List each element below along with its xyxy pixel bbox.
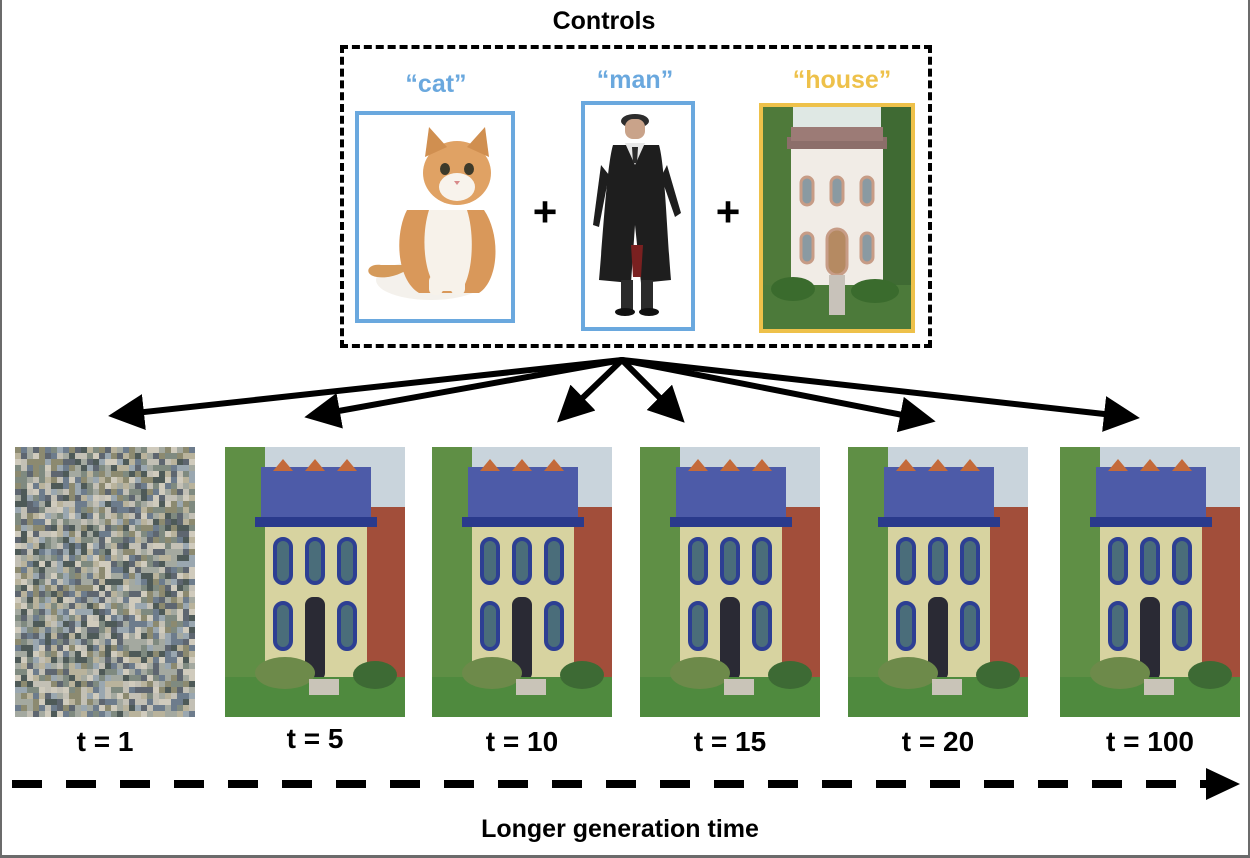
controls-title: Controls bbox=[552, 7, 656, 35]
house-image bbox=[759, 103, 915, 333]
man-photo-icon bbox=[585, 105, 691, 327]
timeline-caption: Longer generation time bbox=[481, 815, 759, 843]
control-label-man: “man” bbox=[596, 66, 674, 94]
generated-house-t100 bbox=[1060, 447, 1240, 717]
time-label-20: t = 20 bbox=[901, 726, 975, 757]
output-image-t1 bbox=[15, 447, 195, 717]
time-label-100: t = 100 bbox=[1106, 726, 1194, 757]
output-image-t100 bbox=[1060, 447, 1240, 717]
time-label-5: t = 5 bbox=[286, 723, 344, 754]
controls-box bbox=[340, 45, 932, 348]
generated-house-t10 bbox=[432, 447, 612, 717]
plus-sign-1: + bbox=[532, 188, 558, 235]
generated-house-t15 bbox=[640, 447, 820, 717]
generated-house-t20 bbox=[848, 447, 1028, 717]
frame-edge-bottom bbox=[0, 855, 1250, 858]
time-label-1: t = 1 bbox=[76, 726, 134, 757]
output-image-t5 bbox=[225, 447, 405, 717]
frame-edge-right bbox=[1248, 0, 1250, 858]
generated-house-t5 bbox=[225, 447, 405, 717]
control-label-cat: “cat” bbox=[405, 70, 467, 98]
fan-out-arrows bbox=[108, 357, 1140, 433]
house-photo-icon bbox=[763, 107, 911, 329]
man-image bbox=[581, 101, 695, 331]
cat-photo-icon bbox=[359, 115, 511, 319]
plus-sign-2: + bbox=[715, 188, 741, 235]
frame-edge-left bbox=[0, 0, 2, 858]
output-image-t15 bbox=[640, 447, 820, 717]
control-label-house: “house” bbox=[792, 66, 892, 94]
output-image-t20 bbox=[848, 447, 1028, 717]
output-image-t10 bbox=[432, 447, 612, 717]
cat-image bbox=[355, 111, 515, 323]
time-label-10: t = 10 bbox=[485, 726, 559, 757]
time-label-15: t = 15 bbox=[693, 726, 767, 757]
noise-pattern bbox=[15, 447, 195, 717]
